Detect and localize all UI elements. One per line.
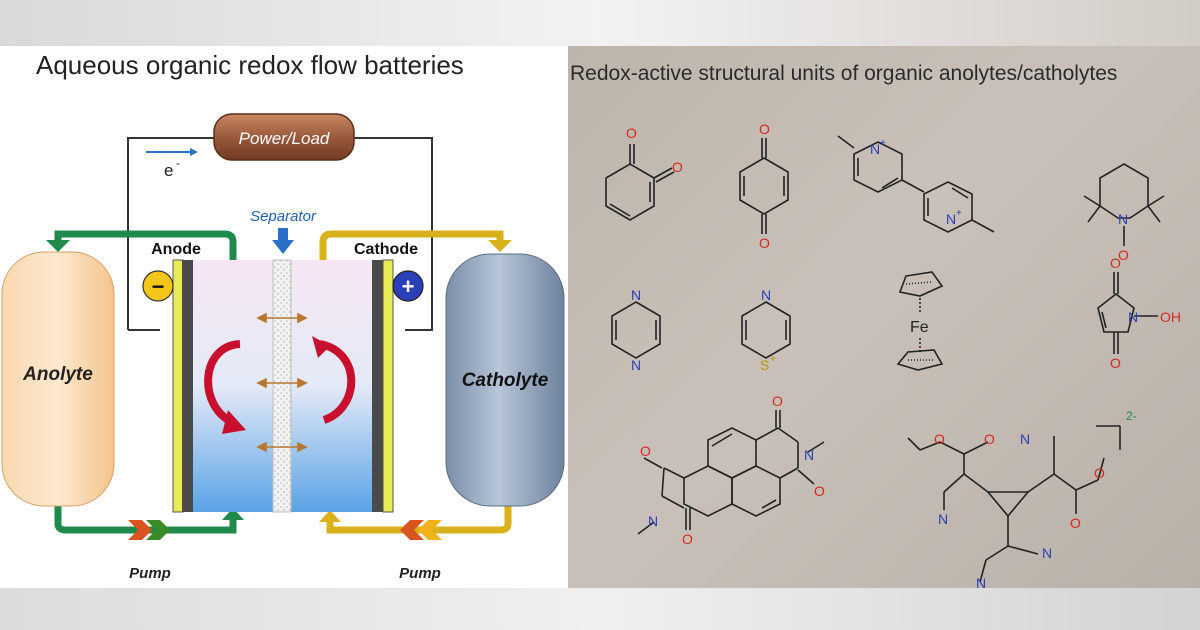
ferrocene-structure xyxy=(896,271,944,371)
pump-label-right: Pump xyxy=(399,565,441,582)
anolyte-tank: Anolyte xyxy=(1,251,115,507)
atom-n: N xyxy=(804,447,814,463)
tempo-structure xyxy=(1083,163,1165,246)
atom-o: O xyxy=(626,125,637,141)
electron-label: e xyxy=(164,161,173,180)
plus-sign: + xyxy=(402,274,415,299)
flow-battery-diagram: Power/Load e - Separator xyxy=(1,113,565,582)
right-panel-title: Redox-active structural units of organic… xyxy=(570,62,1118,85)
catholyte-return-arrowhead-icon xyxy=(319,510,341,522)
cathode-label: Cathode xyxy=(354,241,418,258)
ortho-benzoquinone-structure xyxy=(605,144,675,221)
atom-n-plus: N xyxy=(946,211,956,227)
separator-label: Separator xyxy=(250,208,317,225)
red-cycle-arrow-left-icon xyxy=(204,340,246,434)
naphthalene-diimide-structure xyxy=(637,410,825,535)
atom-o: O xyxy=(672,159,683,175)
power-load-label: Power/Load xyxy=(239,129,330,148)
anode-label: Anode xyxy=(151,241,201,258)
atom-n: N xyxy=(631,357,641,373)
atom-o: O xyxy=(759,121,770,137)
anolyte-return-arrowhead-icon xyxy=(222,508,244,520)
atom-n: N xyxy=(631,287,641,303)
separator-membrane xyxy=(272,259,292,513)
electron-flow: e - xyxy=(146,148,198,180)
charge-plus: + xyxy=(880,138,886,149)
atom-n: N xyxy=(761,287,771,303)
cyclopropane-dianion-structure xyxy=(907,425,1121,583)
atom-o: O xyxy=(934,431,945,447)
atom-o: O xyxy=(1110,355,1121,371)
thiazine-structure xyxy=(741,301,791,359)
charge-plus: + xyxy=(956,208,962,219)
atom-o: O xyxy=(1094,465,1105,481)
viologen-structure xyxy=(837,135,995,233)
catholyte-tank: Catholyte xyxy=(445,253,565,507)
atom-o: O xyxy=(772,393,783,409)
right-pump-icon xyxy=(400,520,442,540)
atom-oh: OH xyxy=(1160,309,1181,325)
positive-terminal-icon: + xyxy=(392,270,424,302)
atom-n: N xyxy=(938,511,948,527)
atom-n: N xyxy=(976,575,986,591)
anolyte-flow-top xyxy=(54,230,237,260)
molecules-panel: Redox-active structural units of organic… xyxy=(568,46,1200,591)
atom-s-plus: S xyxy=(760,357,769,373)
atom-o: O xyxy=(984,431,995,447)
atom-n: N xyxy=(1118,211,1128,227)
atom-o: O xyxy=(640,443,651,459)
left-panel-title: Aqueous organic redox flow batteries xyxy=(36,50,464,80)
atom-o: O xyxy=(1070,515,1081,531)
anolyte-flow-arrowhead-icon xyxy=(46,240,70,252)
minus-sign: − xyxy=(152,274,165,299)
electrochemical-cell xyxy=(172,259,394,513)
ion-transport-arrows xyxy=(256,312,308,453)
anolyte-flow-bottom xyxy=(54,504,237,534)
red-cycle-arrow-right-icon xyxy=(312,336,356,424)
atom-o: O xyxy=(1110,255,1121,271)
catholyte-label: Catholyte xyxy=(462,370,549,391)
cathode-electrode xyxy=(382,259,394,513)
atom-n-plus: N xyxy=(870,141,880,157)
catholyte-flow-arrowhead-icon xyxy=(488,240,512,252)
atom-n: N xyxy=(1042,545,1052,561)
atom-fe: Fe xyxy=(910,319,929,336)
pyrazine-structure xyxy=(611,301,661,359)
separator-arrow-icon xyxy=(272,228,294,254)
flow-battery-panel: Aqueous organic redox flow batteries xyxy=(0,46,568,588)
anolyte-label: Anolyte xyxy=(22,364,93,385)
charge-plus: + xyxy=(770,354,776,365)
atom-n: N xyxy=(1020,431,1030,447)
negative-terminal-icon: − xyxy=(142,270,174,302)
power-load-box: Power/Load xyxy=(213,113,355,161)
electron-sup: - xyxy=(176,156,180,170)
n-hydroxymaleimide-structure xyxy=(1097,272,1158,354)
dianion-charge: 2- xyxy=(1126,409,1137,423)
atom-n: N xyxy=(1128,309,1138,325)
bottom-band xyxy=(0,588,1200,630)
pump-label-left: Pump xyxy=(129,565,171,582)
atom-o: O xyxy=(759,235,770,251)
catholyte-flow-bottom xyxy=(326,504,512,534)
atom-o: O xyxy=(814,483,825,499)
para-benzoquinone-structure xyxy=(739,138,789,234)
left-pump-icon xyxy=(128,520,170,540)
atom-n: N xyxy=(648,513,658,529)
anode-electrode xyxy=(172,259,184,513)
top-band xyxy=(0,0,1200,46)
atom-o-radical: O xyxy=(1118,247,1129,263)
atom-o: O xyxy=(682,531,693,547)
atom-labels: O O O O N + N + N O N N N S + Fe O N OH … xyxy=(626,121,1181,591)
molecule-structures: O O O O N + N + N O N N N S + Fe O N OH … xyxy=(605,121,1181,591)
catholyte-flow-top xyxy=(319,230,504,260)
